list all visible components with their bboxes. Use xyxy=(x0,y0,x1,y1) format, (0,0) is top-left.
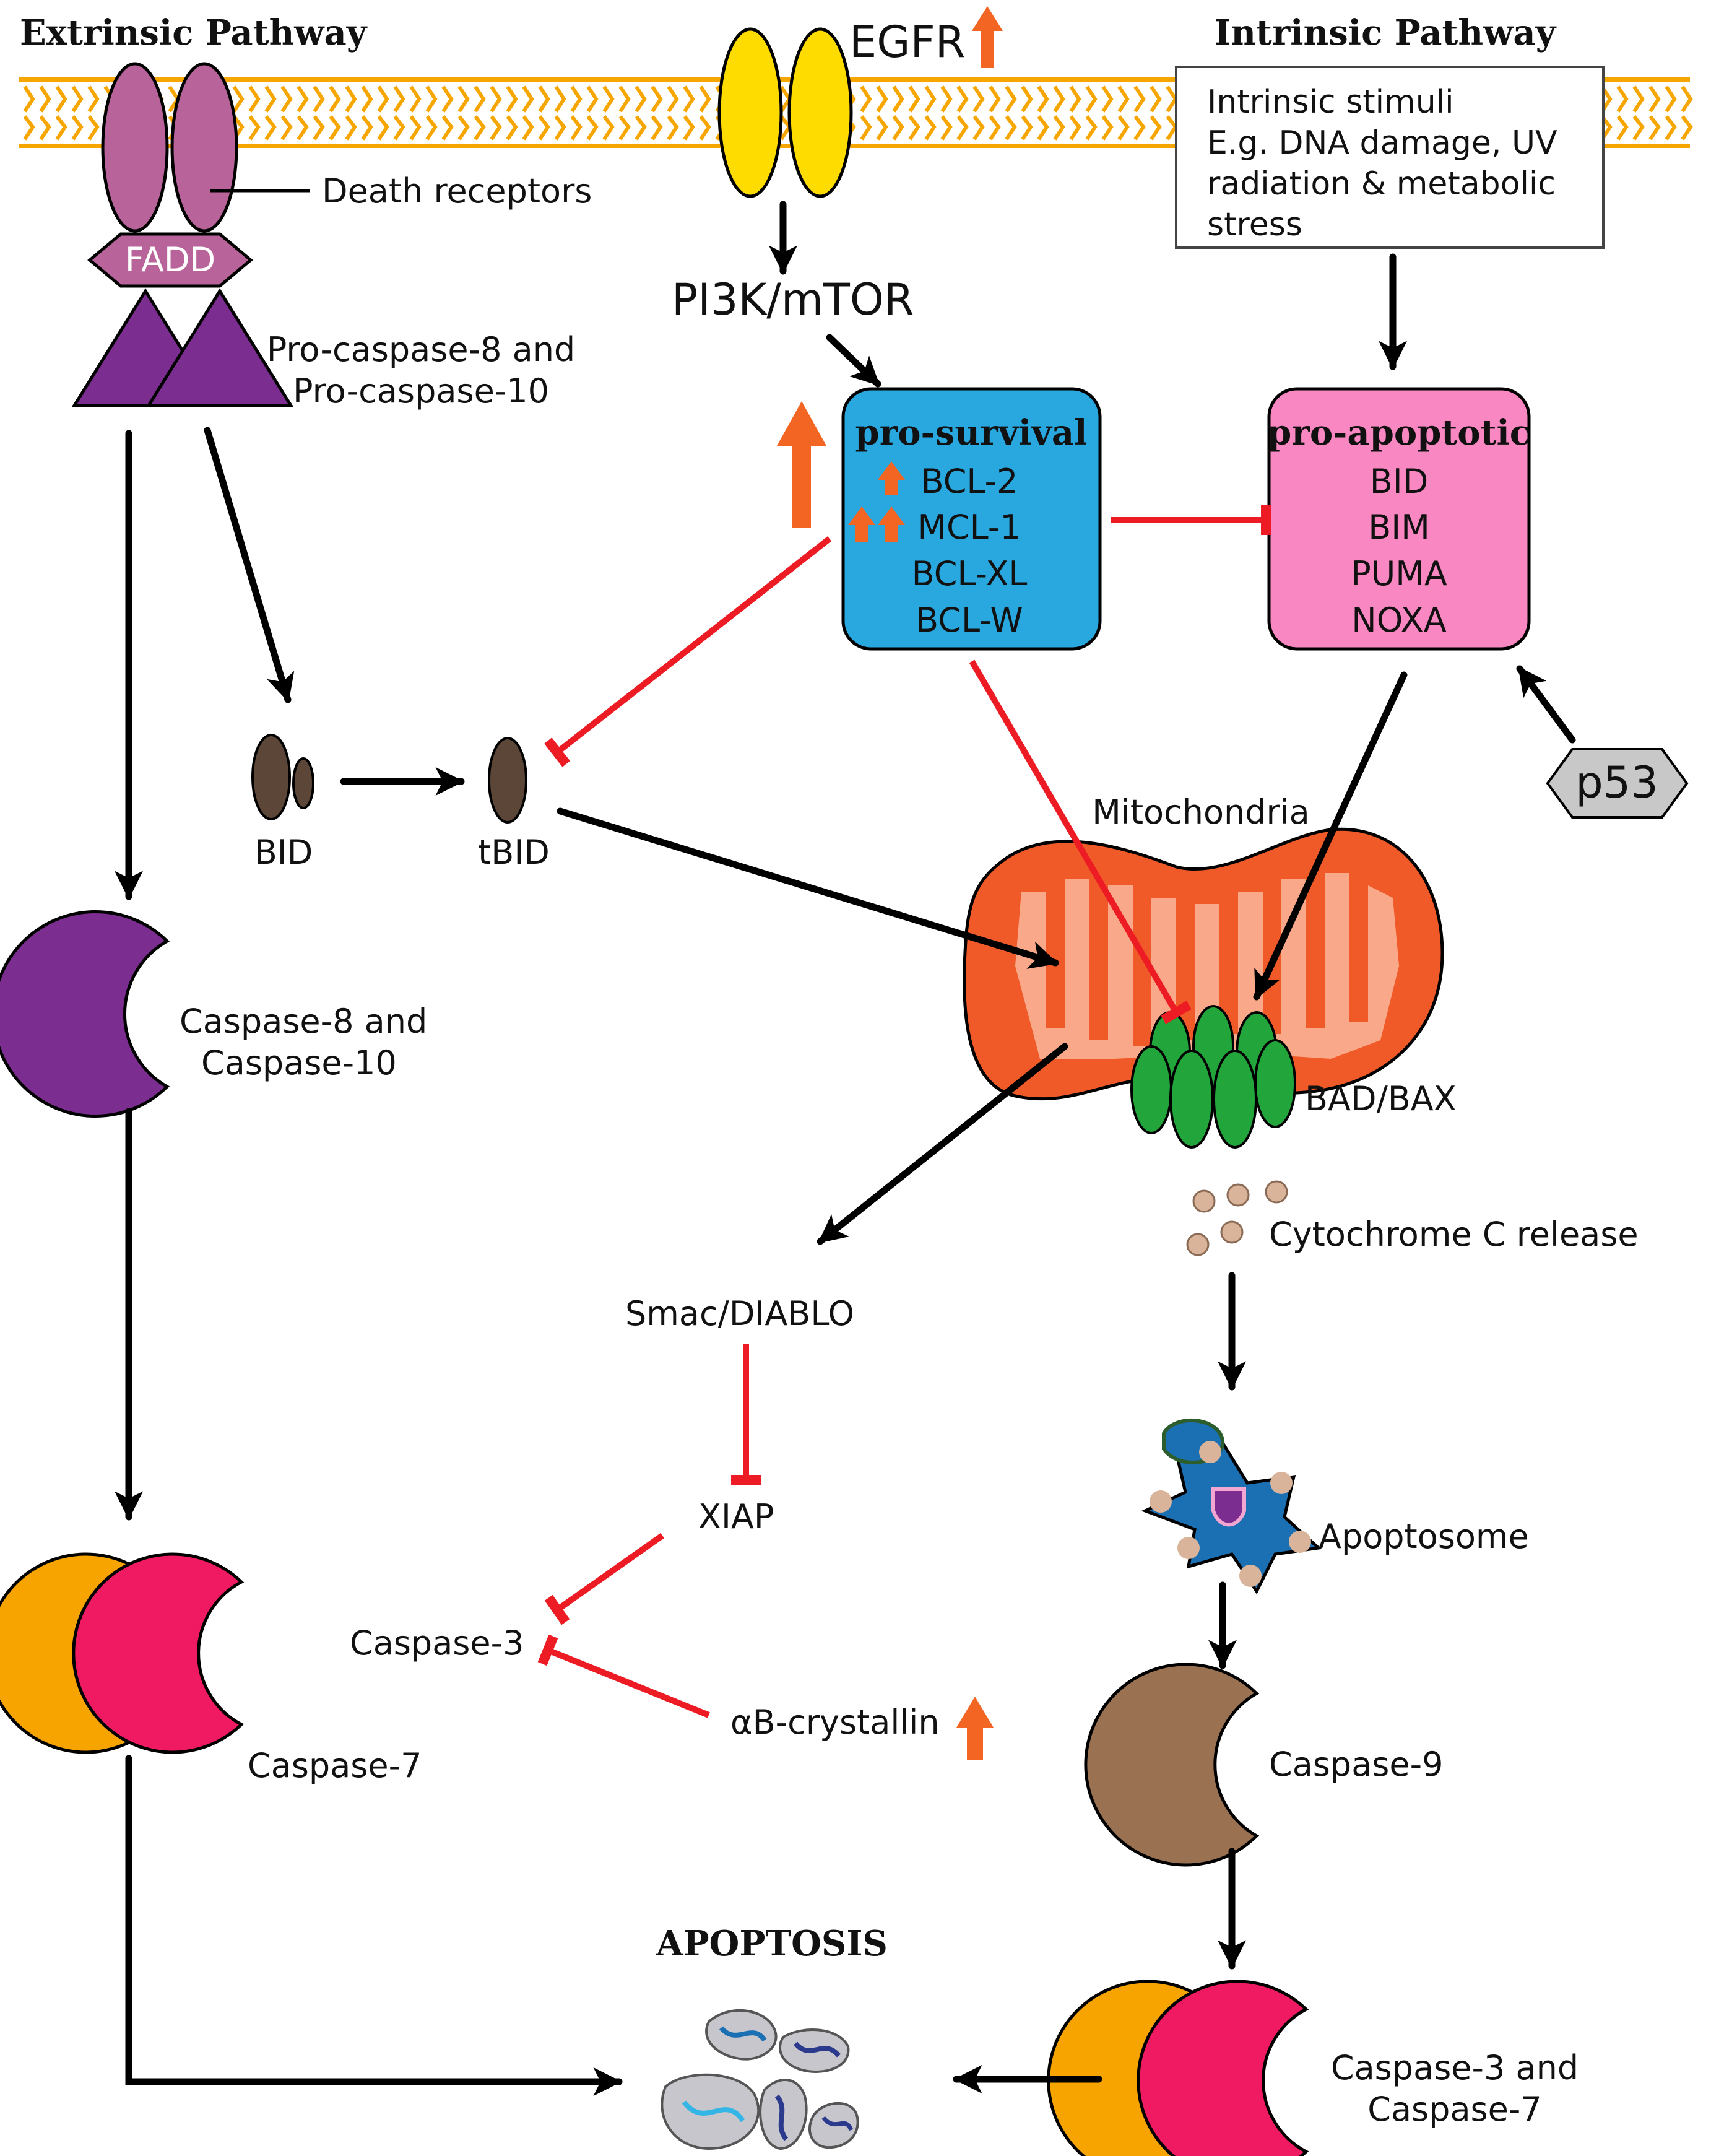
mcl-1-label: MCL-1 xyxy=(917,508,1021,547)
p53-label: p53 xyxy=(1575,757,1658,808)
procaspase-label-2: Pro-caspase-10 xyxy=(293,372,549,411)
egfr-upregulation-icon xyxy=(972,6,1003,68)
activation-arrows xyxy=(114,201,1576,2097)
inhibit-prosurvival-to-tbid xyxy=(544,536,832,767)
bim-label: BIM xyxy=(1368,508,1430,547)
smac-diablo-label: Smac/DIABLO xyxy=(625,1294,854,1333)
bad-bax-label: BAD/BAX xyxy=(1305,1079,1457,1118)
crystallin-upregulation-icon xyxy=(956,1697,994,1760)
ab-crystallin-label: αB-crystallin xyxy=(730,1703,940,1742)
bcl-2-up-icon xyxy=(878,461,905,495)
pi3k-mtor-label: PI3K/mTOR xyxy=(672,274,914,325)
arrow-proapoptotic-to-bax xyxy=(1253,671,1408,1001)
caspase-8-10-label-2: Caspase-10 xyxy=(201,1043,397,1082)
inhibit-xiap-to-caspase3 xyxy=(544,1532,664,1625)
fadd-adaptor xyxy=(87,232,253,288)
arrow-pi3k-to-prosurvival xyxy=(826,334,881,388)
tbid-label: tBID xyxy=(478,833,550,872)
bad-bax-pore xyxy=(1130,1005,1296,1149)
fadd-label: FADD xyxy=(125,240,215,279)
right-caspase-3-7-label-1: Caspase-3 and xyxy=(1331,2048,1579,2087)
left-caspase-7-shape xyxy=(72,1552,245,1754)
arrow-p53-to-proapoptotic xyxy=(1516,665,1576,744)
bid-shape xyxy=(251,734,314,820)
apoptosome-label: Apoptosome xyxy=(1319,1517,1529,1556)
egfr-label: EGFR xyxy=(849,17,965,67)
pro-survival-box: pro-survival BCL-2 MCL-1 BCL-XL BCL-W xyxy=(841,387,1102,651)
pro-apoptotic-box: pro-apoptotic BID BIM PUMA NOXA xyxy=(1267,387,1531,651)
bcl-xl-label: BCL-XL xyxy=(912,554,1028,593)
intrinsic-stimuli-box: Intrinsic stimuli E.g. DNA damage, UV ra… xyxy=(1175,66,1605,249)
stimuli-line-3: radiation & metabolic xyxy=(1207,165,1556,202)
puma-label: PUMA xyxy=(1351,554,1447,593)
procaspase-label-1: Pro-caspase-8 and xyxy=(267,330,575,369)
apoptotic-bodies xyxy=(661,2009,859,2150)
pro-survival-upregulation-icon xyxy=(777,401,826,528)
right-caspase-7-shape xyxy=(1137,1980,1309,2156)
stimuli-line-1: Intrinsic stimuli xyxy=(1207,84,1454,121)
extrinsic-pathway-header: Extrinsic Pathway xyxy=(20,12,368,53)
mcl-1-up-icon-a xyxy=(848,506,875,542)
bid-apoptotic-label: BID xyxy=(1370,462,1429,501)
p53-shape xyxy=(1546,748,1689,819)
inhibit-crystallin-to-caspase3 xyxy=(537,1634,710,1718)
bcl-w-label: BCL-W xyxy=(916,601,1023,640)
noxa-label: NOXA xyxy=(1351,601,1446,640)
mitochondria-shape xyxy=(963,827,1444,1101)
arrow-mito-to-smac xyxy=(817,1043,1068,1245)
bcl-2-label: BCL-2 xyxy=(921,462,1018,501)
arrow-caspase3-to-apoptosis xyxy=(125,1755,623,2097)
egfr-receptor xyxy=(717,27,853,198)
caspase-8-10-shape xyxy=(0,910,170,1118)
apoptosome-shape xyxy=(1141,1419,1322,1594)
intrinsic-pathway-header: Intrinsic Pathway xyxy=(1215,12,1557,53)
death-receptor-complex: FADD xyxy=(71,62,294,407)
right-caspase-3-7-label-2: Caspase-7 xyxy=(1367,2090,1542,2129)
cytochrome-c-dots xyxy=(1186,1180,1288,1256)
xiap-label: XIAP xyxy=(698,1497,774,1536)
cytochrome-c-label: Cytochrome C release xyxy=(1269,1215,1639,1254)
left-caspase-7-label: Caspase-7 xyxy=(248,1746,422,1785)
death-receptors-label: Death receptors xyxy=(322,172,592,211)
arrow-procaspase-to-bid xyxy=(204,427,295,703)
inhibition-lines xyxy=(537,505,1271,1718)
bid-label: BID xyxy=(254,833,313,872)
caspase-9-label: Caspase-9 xyxy=(1269,1745,1444,1784)
caspase-8-10-label-1: Caspase-8 and xyxy=(180,1002,427,1041)
caspase-3-label: Caspase-3 xyxy=(350,1624,524,1663)
caspase-9-shape xyxy=(1084,1663,1260,1867)
pro-survival-title: pro-survival xyxy=(856,412,1088,453)
pro-caspase-10-shape xyxy=(145,288,294,407)
pro-apoptotic-title: pro-apoptotic xyxy=(1267,412,1531,453)
inhibit-prosurvival-to-bax xyxy=(969,659,1192,1024)
arrow-tbid-to-mitochondria xyxy=(557,807,1059,969)
mcl-1-up-icon-b xyxy=(878,506,905,542)
apoptosis-label: APOPTOSIS xyxy=(656,1923,888,1964)
mitochondria-label: Mitochondria xyxy=(1092,793,1310,832)
stimuli-line-4: stress xyxy=(1207,206,1302,243)
stimuli-line-2: E.g. DNA damage, UV xyxy=(1207,124,1557,162)
tbid-shape xyxy=(488,737,527,824)
